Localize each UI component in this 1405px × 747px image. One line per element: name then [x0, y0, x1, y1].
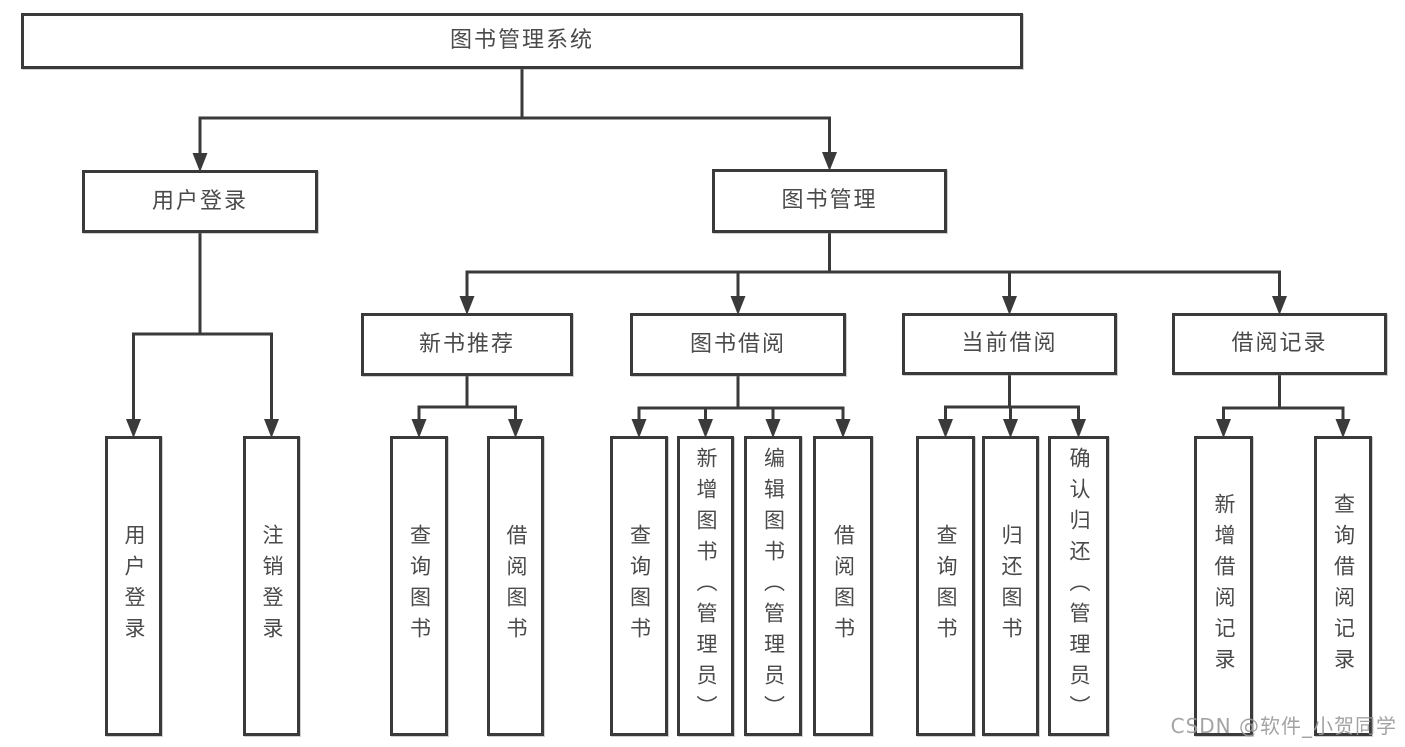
node-label: 图书管理	[781, 188, 878, 213]
arrow-head	[765, 419, 781, 438]
arrow-head	[126, 419, 141, 438]
node-label: 用户登录	[151, 188, 248, 214]
arrow-head	[835, 419, 851, 438]
node-label: 归还图书	[999, 524, 1023, 648]
arrow-head	[508, 419, 523, 438]
arrow-head	[192, 153, 208, 172]
node-label: 借阅图书	[831, 524, 856, 648]
node-borrow-records: 借阅记录	[1172, 313, 1387, 375]
arrow-head	[1002, 296, 1017, 315]
arrow-head	[459, 296, 475, 315]
node-book-mgmt: 图书管理	[712, 169, 947, 233]
node-label: 查询图书	[407, 524, 432, 648]
node-label: 图书管理系统	[449, 28, 594, 53]
node-label: 确认归还（管理员）	[1067, 446, 1091, 726]
node-user-login: 用户登录	[82, 170, 318, 233]
node-cb-confirm: 确认归还（管理员）	[1048, 436, 1109, 736]
node-bb-query: 查询图书	[610, 436, 668, 736]
node-nr-borrow: 借阅图书	[487, 436, 544, 736]
node-br-add: 新增借阅记录	[1194, 436, 1253, 736]
node-label: 查询图书	[627, 524, 652, 648]
node-label: 查询借阅记录	[1331, 493, 1356, 679]
node-label: 新增借阅记录	[1212, 493, 1236, 679]
node-label: 借阅图书	[504, 524, 528, 648]
node-book-borrow: 图书借阅	[630, 313, 846, 376]
arrow-head	[730, 296, 746, 315]
node-label: 新增图书（管理员）	[694, 446, 718, 726]
node-cb-return: 归还图书	[982, 436, 1039, 736]
node-bb-borrow: 借阅图书	[813, 436, 873, 736]
node-login: 用户登录	[105, 436, 162, 736]
node-label: 借阅记录	[1231, 331, 1328, 356]
node-label: 当前借阅	[961, 331, 1058, 356]
node-label: 查询图书	[934, 524, 958, 648]
node-new-rec: 新书推荐	[361, 313, 573, 376]
node-label: 注销登录	[260, 524, 284, 648]
node-label: 新书推荐	[418, 331, 515, 357]
arrow-head	[411, 419, 427, 438]
node-root: 图书管理系统	[21, 13, 1023, 69]
node-nr-query: 查询图书	[390, 436, 448, 736]
arrow-head	[698, 419, 713, 438]
node-logout: 注销登录	[243, 436, 300, 736]
node-bb-add: 新增图书（管理员）	[677, 436, 734, 736]
arrow-head	[1335, 419, 1351, 438]
node-cb-query: 查询图书	[916, 436, 975, 736]
node-label: 编辑图书（管理员）	[761, 446, 786, 726]
arrow-head	[264, 419, 279, 438]
node-label: 用户登录	[122, 524, 146, 648]
arrow-head	[938, 419, 953, 438]
node-br-query: 查询借阅记录	[1314, 436, 1372, 736]
arrow-head	[1003, 419, 1018, 438]
node-current-borrow: 当前借阅	[902, 313, 1117, 375]
node-label: 图书借阅	[689, 331, 786, 357]
arrow-head	[822, 152, 837, 171]
arrow-head	[1071, 419, 1086, 438]
arrow-head	[631, 419, 647, 438]
arrow-head	[1216, 419, 1231, 438]
arrow-head	[1272, 296, 1287, 315]
node-bb-edit: 编辑图书（管理员）	[744, 436, 802, 736]
